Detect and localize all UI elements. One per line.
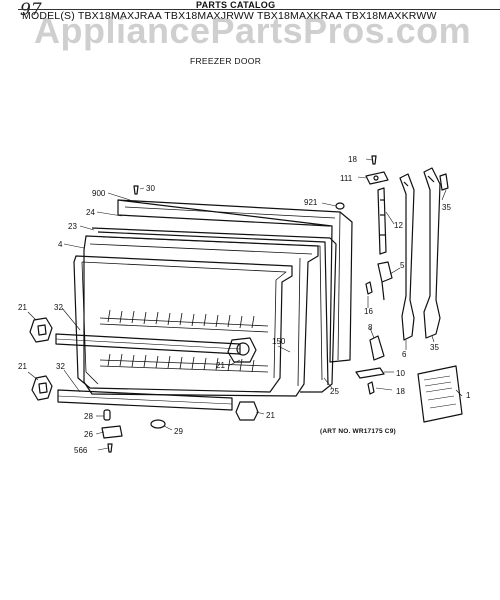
lower-hinge-clip xyxy=(355,367,385,379)
callout-8: 8 xyxy=(368,323,373,332)
top-bracket xyxy=(365,171,389,185)
callout-32-lower: 32 xyxy=(56,362,65,371)
handle-mount xyxy=(377,261,393,301)
callout-28: 28 xyxy=(84,412,93,421)
mount-screw xyxy=(365,281,373,295)
callout-6: 6 xyxy=(402,350,407,359)
callout-25: 25 xyxy=(330,387,339,396)
end-cap-upper-left xyxy=(29,317,53,343)
callout-921: 921 xyxy=(304,198,318,207)
callout-12: 12 xyxy=(394,221,403,230)
end-cap-lower-right xyxy=(235,401,259,421)
top-screw xyxy=(371,155,377,165)
upper-shelf-bar xyxy=(55,333,250,356)
hinge-bracket xyxy=(369,335,385,361)
callout-30: 30 xyxy=(146,184,155,193)
handle-trim-inner xyxy=(399,173,415,341)
callout-18-bottom: 18 xyxy=(396,387,405,396)
top-plug xyxy=(335,202,345,210)
callout-23: 23 xyxy=(68,222,77,231)
handle-trim-outer xyxy=(423,167,441,339)
end-cap-upper-right xyxy=(227,337,257,363)
callout-26: 26 xyxy=(84,430,93,439)
callout-21-middle: 21 xyxy=(216,361,225,370)
diagram-subtitle: FREEZER DOOR xyxy=(190,56,262,66)
catalog-title: PARTS CATALOG xyxy=(196,0,276,10)
callout-900: 900 xyxy=(92,189,106,198)
model-numbers: MODEL(S) TBX18MAXJRAA TBX18MAXJRWW TBX18… xyxy=(22,10,437,22)
callout-5: 5 xyxy=(400,261,405,270)
lower-shelf-grooves xyxy=(99,353,269,373)
callout-111: 111 xyxy=(340,174,353,183)
callout-566: 566 xyxy=(74,446,88,455)
panel-screw xyxy=(133,185,139,195)
small-cylinder xyxy=(103,409,111,421)
watermark: AppliancePartsPros.com xyxy=(34,10,472,51)
callout-32-upper: 32 xyxy=(54,303,63,312)
callout-1: 1 xyxy=(466,391,471,400)
leader-lines xyxy=(27,158,463,451)
handle-end-cap xyxy=(439,173,449,191)
door-button xyxy=(150,419,166,429)
outer-door-panel xyxy=(117,199,353,363)
instruction-booklet xyxy=(417,365,463,423)
small-screw xyxy=(107,443,113,453)
handwritten-page-number: 97 xyxy=(20,0,42,20)
door-stop-bracket xyxy=(377,187,387,255)
upper-shelf-grooves xyxy=(99,309,269,333)
small-bracket xyxy=(101,425,123,439)
callout-150: 150 xyxy=(272,337,286,346)
header-divider xyxy=(18,9,500,10)
callout-21-upper-left: 21 xyxy=(18,303,27,312)
callout-labels: 18 111 900 30 921 35 24 12 23 4 5 21 32 … xyxy=(18,155,471,455)
callout-35-top: 35 xyxy=(442,203,451,212)
callout-4: 4 xyxy=(58,240,63,249)
art-number: (ART NO. WR17175 C9) xyxy=(320,428,396,435)
callout-29: 29 xyxy=(174,427,183,436)
lower-shelf-bar xyxy=(57,389,233,411)
callout-21-lower-left: 21 xyxy=(18,362,27,371)
end-cap-lower-left xyxy=(31,375,53,401)
inner-door-liner xyxy=(73,255,293,393)
callout-10: 10 xyxy=(396,369,405,378)
door-liner xyxy=(83,235,319,397)
callout-16: 16 xyxy=(364,307,373,316)
callout-21-lower-right: 21 xyxy=(266,411,275,420)
callout-18-top: 18 xyxy=(348,155,357,164)
callout-24: 24 xyxy=(86,208,95,217)
lower-hinge-screw xyxy=(367,381,375,395)
callout-35-bottom: 35 xyxy=(430,343,439,352)
